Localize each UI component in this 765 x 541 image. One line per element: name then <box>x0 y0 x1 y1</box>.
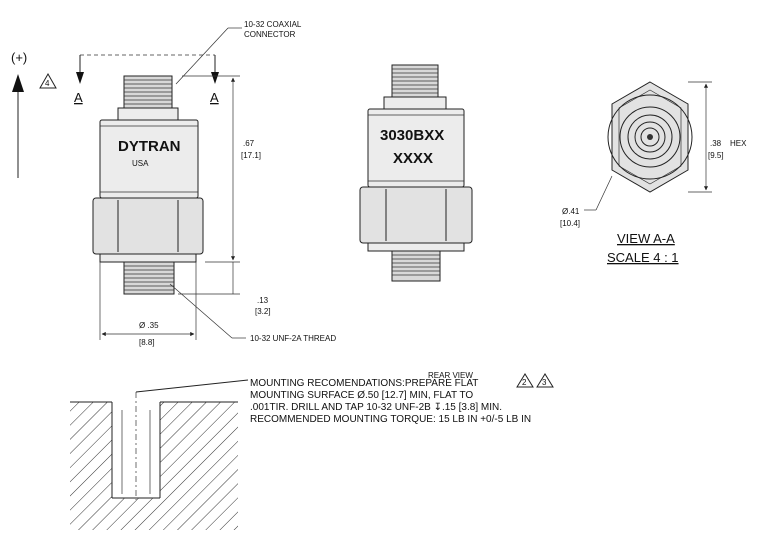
view-scale: SCALE 4 : 1 <box>607 250 679 265</box>
dim-height-in: .67 <box>243 139 255 148</box>
view-hex-mm: [9.5] <box>708 151 724 160</box>
center-top-thread-lines <box>392 68 438 94</box>
view-hex-label: HEX <box>730 139 747 148</box>
mounting-hatch <box>70 402 238 530</box>
view-dia-in: Ø.41 <box>562 207 580 216</box>
dim-dia-mm: [8.8] <box>139 338 155 347</box>
view-dia-leader <box>595 175 613 211</box>
center-bottom-thread <box>391 250 441 282</box>
view-collar-circle <box>619 106 681 168</box>
center-hex-nut <box>359 186 473 244</box>
view-center-pin <box>647 134 653 140</box>
coaxial-leader <box>175 27 229 85</box>
side-view-center: 3030BXX XXXX <box>359 64 473 282</box>
view-insulator-circle <box>640 127 660 147</box>
brand-logo: DYTRAN <box>118 138 181 155</box>
dim-dia-in: Ø .35 <box>139 321 159 330</box>
mount-note-line1: MOUNTING RECOMENDATIONS:PREPARE FLAT <box>250 378 478 389</box>
note-triangle-4 <box>39 72 57 89</box>
section-arrow-left-head <box>76 72 84 84</box>
top-thread-lines <box>124 79 172 105</box>
mount-note-line3: .001TIR. DRILL AND TAP 10-32 UNF-2B ↧.15… <box>250 402 502 413</box>
mounting-notes: REAR VIEW MOUNTING RECOMENDATIONS:PREPAR… <box>250 371 554 425</box>
center-body <box>367 108 465 188</box>
view-title: VIEW A-A <box>617 231 675 246</box>
dim-thread-in: .13 <box>257 296 269 305</box>
serial-number: XXXX <box>393 150 433 167</box>
rear-view-label: REAR VIEW <box>428 371 473 380</box>
mount-note-line4: RECOMMENDED MOUNTING TORQUE: 15 LB IN +0… <box>250 414 531 425</box>
note-number-3: 3 <box>542 378 547 387</box>
note-triangle-2 <box>516 373 534 388</box>
coaxial-label-line2: CONNECTOR <box>244 30 296 39</box>
thread-callout: 10-32 UNF-2A THREAD <box>250 334 336 343</box>
view-body-circle <box>607 94 693 180</box>
hex-nut <box>92 197 204 255</box>
mount-note-line2: MOUNTING SURFACE Ø.50 [12.7] MIN, FLAT T… <box>250 390 473 401</box>
bottom-thread-lines <box>124 265 174 291</box>
dim-thread-mm: [3.2] <box>255 307 271 316</box>
note-triangle-3 <box>536 373 554 388</box>
coaxial-label-line1: 10-32 COAXIAL <box>244 20 302 29</box>
side-view-left: A A DYTRAN USA 10-32 COAXIAL CONNECTOR .… <box>74 20 336 347</box>
section-label-a-left: A <box>74 90 83 105</box>
mounting-section <box>70 379 249 530</box>
view-connector-circle <box>634 121 666 153</box>
view-dia-mm: [10.4] <box>560 219 580 228</box>
polarity-label: (+) <box>11 50 27 65</box>
view-a-a: .38 [9.5] HEX Ø.41 [10.4] VIEW A-A SCALE… <box>560 81 747 265</box>
polarity-indicator: (+) 4 <box>11 50 57 178</box>
note-number-4: 4 <box>45 79 50 88</box>
view-hex-in: .38 <box>710 139 722 148</box>
base-ring <box>99 253 197 263</box>
note-number-2: 2 <box>522 378 527 387</box>
connector-collar <box>117 107 179 121</box>
model-number: 3030BXX <box>380 127 444 144</box>
view-thread-circle <box>627 114 673 160</box>
brand-origin: USA <box>132 159 149 168</box>
center-base-ring <box>367 242 465 252</box>
center-collar <box>383 96 447 110</box>
section-label-a-right: A <box>210 90 219 105</box>
sensor-body <box>99 119 199 199</box>
mounting-leader <box>135 379 249 393</box>
center-bottom-thread-lines <box>392 254 440 276</box>
polarity-arrow-head <box>12 74 24 92</box>
dim-height-mm: [17.1] <box>241 151 261 160</box>
thread-leader <box>169 283 233 339</box>
section-arrow-right-head <box>211 72 219 84</box>
